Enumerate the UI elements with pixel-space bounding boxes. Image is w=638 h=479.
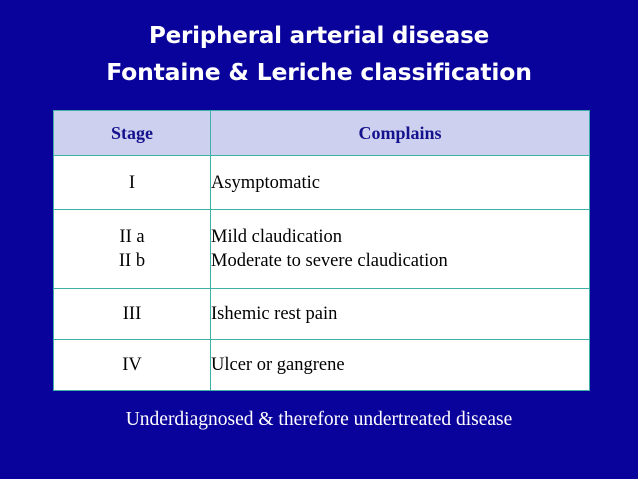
table-body: I Asymptomatic II a II b Mild claudicati… [53,155,590,391]
table-row: IV Ulcer or gangrene [53,339,590,391]
stage-label: II a [119,227,145,247]
column-header-stage: Stage [53,110,211,156]
table-header: Stage Complains [53,110,590,156]
fontaine-leriche-table: Stage Complains I Asymptomatic II a I [53,110,590,391]
stage-label: I [128,172,136,193]
slide-title: Peripheral arterial disease Fontaine & L… [0,18,638,90]
complain-label: Ishemic rest pain [211,304,338,324]
cell-stage: IV [53,339,211,391]
complain-label: Mild claudication [211,227,343,247]
classification-table-container: Stage Complains I Asymptomatic II a I [53,110,590,391]
title-line-primary: Peripheral arterial disease [148,23,489,49]
cell-complain: Ishemic rest pain [210,288,590,340]
complain-label: Moderate to severe claudication [211,251,448,271]
table-row: II a II b Mild claudication Moderate to … [53,209,590,289]
cell-complain: Mild claudication Moderate to severe cla… [210,209,590,289]
cell-complain: Asymptomatic [210,155,590,210]
column-header-complains: Complains [210,110,590,156]
cell-stage: III [53,288,211,340]
complain-label: Asymptomatic [211,172,320,193]
footer-caption: Underdiagnosed & therefore undertreated … [125,409,513,430]
cell-stage: I [53,155,211,210]
title-line-secondary: Fontaine & Leriche classification [106,58,532,86]
table-row: I Asymptomatic [53,155,590,210]
stage-label: II b [118,251,146,271]
cell-complain: Ulcer or gangrene [210,339,590,391]
stage-label: III [122,304,142,324]
cell-stage: II a II b [53,209,211,289]
table-header-row: Stage Complains [53,110,590,156]
table-row: III Ishemic rest pain [53,288,590,340]
stage-label: IV [122,355,142,375]
complain-label: Ulcer or gangrene [211,355,345,375]
